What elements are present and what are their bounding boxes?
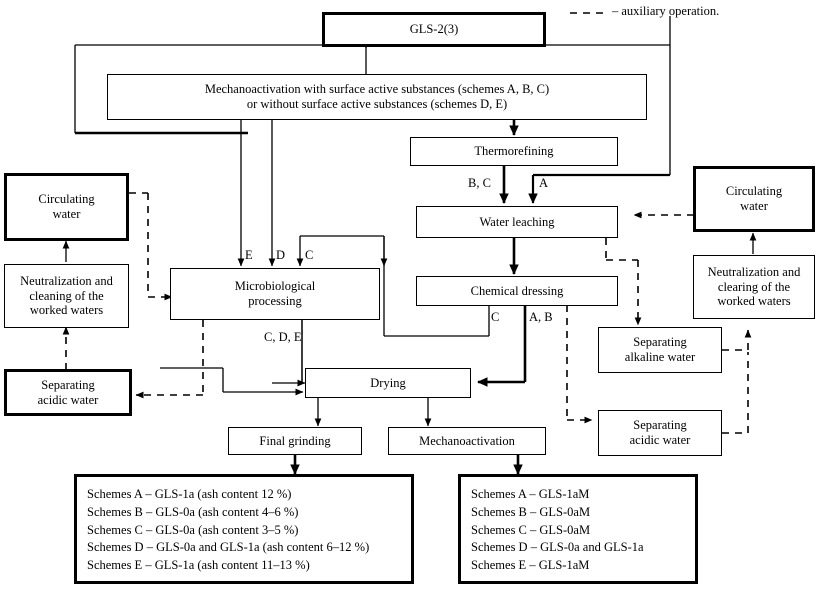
legend-auxiliary-operation: – auxiliary operation.	[612, 4, 720, 18]
separating-acidic-left-line-2: acidic water	[37, 392, 99, 407]
chemical-dressing-label: Chemical dressing	[470, 283, 564, 298]
circulating-water-right-line-1: Circulating	[725, 184, 783, 199]
microbiological-processing-line-1: Microbiological	[234, 279, 316, 294]
water-leaching-label: Water leaching	[479, 214, 555, 229]
final-grinding-label: Final grinding	[259, 433, 331, 448]
box-circulating-water-left[interactable]: Circulating water	[4, 173, 129, 241]
separating-acidic-right-line-2: acidic water	[629, 433, 691, 447]
box-chemical-dressing[interactable]: Chemical dressing	[416, 276, 618, 306]
box-drying[interactable]: Drying	[305, 368, 471, 398]
box-circulating-water-right[interactable]: Circulating water	[693, 166, 815, 232]
mechanoactivation-label: Mechanoactivation	[419, 433, 515, 448]
neutralization-right-line-2: clearing of the	[717, 279, 791, 294]
edge-label-e: E	[245, 248, 253, 262]
box-water-leaching[interactable]: Water leaching	[416, 206, 618, 238]
separating-acidic-right-line-1: Separating	[633, 418, 687, 433]
box-thermorefining[interactable]: Thermorefining	[410, 137, 618, 166]
edge-label-cde: C, D, E	[264, 330, 302, 344]
results-left-line-1: Schemes A – GLS-1a (ash content 12 %)	[87, 487, 292, 501]
results-right-line-2: Schemes B – GLS-0aM	[471, 504, 591, 519]
mechanoactivation-sas-line-1: Mechanoactivation with surface active su…	[204, 82, 550, 97]
neutralization-left-line-1: Neutralization and	[20, 273, 113, 288]
separating-acidic-left-line-1: Separating	[41, 377, 95, 392]
mechanoactivation-sas-line-2: or without surface active substances (sc…	[246, 97, 508, 111]
neutralization-right-line-3: worked waters	[717, 294, 791, 309]
circulating-water-right-line-2: water	[740, 199, 768, 213]
results-left-line-2: Schemes B – GLS-0a (ash content 4–6 %)	[87, 504, 299, 519]
box-separating-alkaline-water-right[interactable]: Separating alkaline water	[598, 327, 722, 373]
results-left-line-4: Schemes D – GLS-0a and GLS-1a (ash conte…	[87, 540, 370, 555]
results-left-line-3: Schemes C – GLS-0a (ash content 3–5 %)	[87, 522, 299, 537]
box-neutralization-clearing-worked-waters-left[interactable]: Neutralization and cleaning of the worke…	[4, 264, 129, 328]
box-results-right[interactable]: Schemes A – GLS-1aM Schemes B – GLS-0aM …	[458, 474, 698, 584]
separating-alkaline-right-line-1: Separating	[633, 335, 687, 350]
neutralization-right-line-1: Neutralization and	[707, 264, 801, 279]
results-right-line-5: Schemes E – GLS-1aM	[471, 558, 590, 572]
microbiological-processing-line-2: processing	[248, 294, 302, 308]
box-results-left[interactable]: Schemes A – GLS-1a (ash content 12 %) Sc…	[74, 474, 414, 584]
thermorefining-label: Thermorefining	[474, 144, 554, 159]
edge-label-ab: A, B	[529, 310, 553, 324]
results-left-line-5: Schemes E – GLS-1a (ash content 11–13 %)	[87, 558, 310, 572]
box-mechanoactivation-with-surface-active-substances[interactable]: Mechanoactivation with surface active su…	[107, 74, 647, 120]
box-separating-acidic-water-right[interactable]: Separating acidic water	[598, 410, 722, 456]
box-microbiological-processing[interactable]: Microbiological processing	[170, 268, 380, 320]
box-final-grinding[interactable]: Final grinding	[228, 427, 362, 455]
edge-label-c-to-micro: C	[305, 248, 314, 262]
box-neutralization-clearing-worked-waters-right[interactable]: Neutralization and clearing of the worke…	[693, 255, 815, 319]
box-separating-acidic-water-left[interactable]: Separating acidic water	[4, 369, 132, 416]
drying-label: Drying	[370, 375, 406, 390]
edge-label-a: A	[539, 176, 549, 190]
edge-label-d: D	[276, 248, 286, 262]
box-source-label: GLS-2(3)	[409, 22, 459, 37]
circulating-water-left-line-1: Circulating	[38, 192, 95, 207]
neutralization-left-line-2: cleaning of the	[29, 288, 104, 303]
results-right-line-1: Schemes A – GLS-1aM	[471, 487, 590, 501]
edge-label-bc: B, C	[468, 176, 491, 190]
circulating-water-left-line-2: water	[52, 207, 81, 221]
results-right-line-4: Schemes D – GLS-0a and GLS-1a	[471, 540, 644, 555]
box-source-gls-2-3[interactable]: GLS-2(3)	[322, 12, 546, 47]
neutralization-left-line-3: worked waters	[29, 303, 104, 318]
separating-alkaline-right-line-2: alkaline water	[624, 350, 696, 364]
results-right-line-3: Schemes C – GLS-0aM	[471, 522, 591, 537]
box-mechanoactivation[interactable]: Mechanoactivation	[388, 427, 546, 455]
edge-label-c-from-dressing: C	[491, 310, 500, 324]
